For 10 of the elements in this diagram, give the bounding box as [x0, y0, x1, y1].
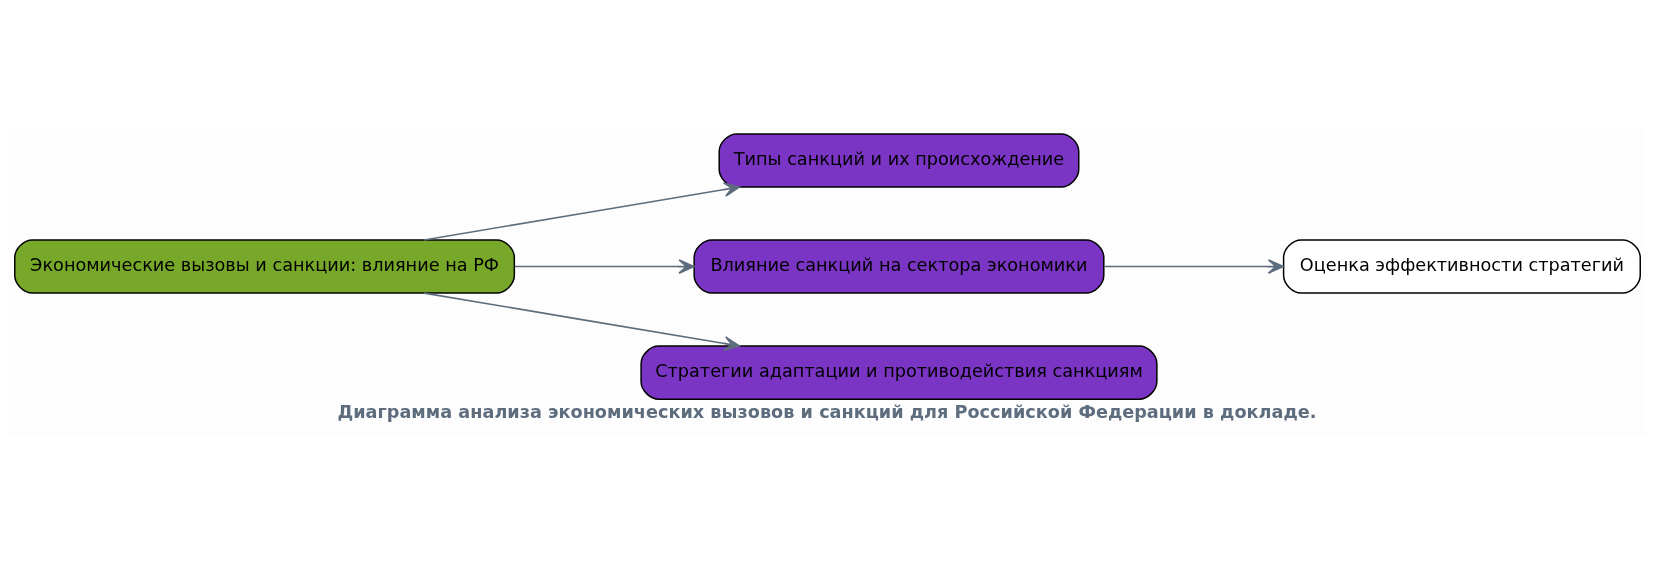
arrow: [513, 258, 695, 274]
node-box: Типы санкций и их происхождение: [718, 132, 1080, 188]
arrow: [1103, 258, 1284, 274]
node-box: Оценка эффективности стратегий: [1282, 238, 1641, 294]
node-box: Стратегии адаптации и противодействия санкциям: [640, 344, 1158, 400]
node-box: Экономические вызовы и санкции: влияние на РФ: [14, 238, 516, 294]
node-box: Влияние санкций на сектора экономики: [693, 238, 1105, 294]
arrow: [423, 181, 741, 241]
arrow: [423, 291, 741, 351]
diagram-title: Диаграмма анализа экономических вызовов и санкций для Российской Федерации в докладе.: [337, 401, 1317, 422]
